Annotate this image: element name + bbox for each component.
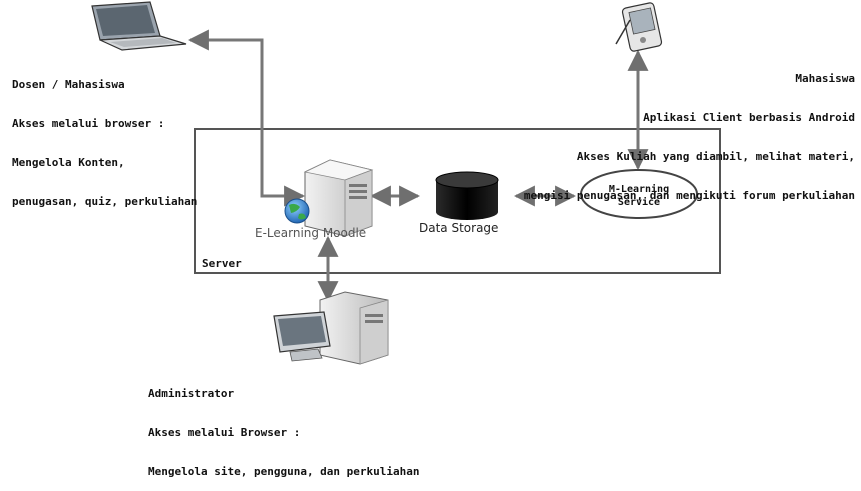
storage-label: Data Storage xyxy=(419,221,499,235)
dosen-line-3: Mengelola Konten, xyxy=(12,156,125,169)
architecture-diagram xyxy=(91,1,721,365)
globe-icon xyxy=(284,198,310,224)
mahasiswa-description: Mahasiswa Aplikasi Client berbasis Andro… xyxy=(524,46,855,215)
desktop-computer-icon xyxy=(273,291,389,365)
administrator-description: Administrator Akses melalui Browser : Me… xyxy=(148,361,420,491)
connector-dosen-moodle xyxy=(187,29,306,207)
service-label-line-2: Service xyxy=(617,197,661,208)
dosen-line-2: Akses melalui browser : xyxy=(12,117,165,130)
dosen-line-4: penugasan, quiz, perkuliahan xyxy=(12,195,198,208)
admin-line-2: Akses melalui Browser : xyxy=(148,426,301,439)
database-icon xyxy=(435,171,499,220)
connectors xyxy=(187,29,649,303)
dosen-line-1: Dosen / Mahasiswa xyxy=(12,78,125,91)
laptop-icon xyxy=(91,1,187,51)
m-learning-service-node xyxy=(580,169,698,219)
mahasiswa-line-4: mengisi penugasan, dan mengikuti forum p… xyxy=(523,189,855,202)
mahasiswa-line-2: Aplikasi Client berbasis Android xyxy=(643,111,855,124)
dosen-description: Dosen / Mahasiswa Akses melalui browser … xyxy=(12,52,197,221)
admin-line-1: Administrator xyxy=(148,387,235,400)
mahasiswa-line-3: Akses Kuliah yang diambil, melihat mater… xyxy=(576,150,855,163)
moodle-label: E-Learning Moodle xyxy=(255,226,367,240)
admin-line-3: Mengelola site, pengguna, dan perkuliaha… xyxy=(148,465,420,478)
mahasiswa-line-1: Mahasiswa xyxy=(795,72,855,85)
pda-icon xyxy=(615,2,663,52)
service-label-line-1: M-Learning xyxy=(608,184,670,195)
server-tower-icon xyxy=(303,159,374,237)
server-label: Server xyxy=(202,257,242,270)
